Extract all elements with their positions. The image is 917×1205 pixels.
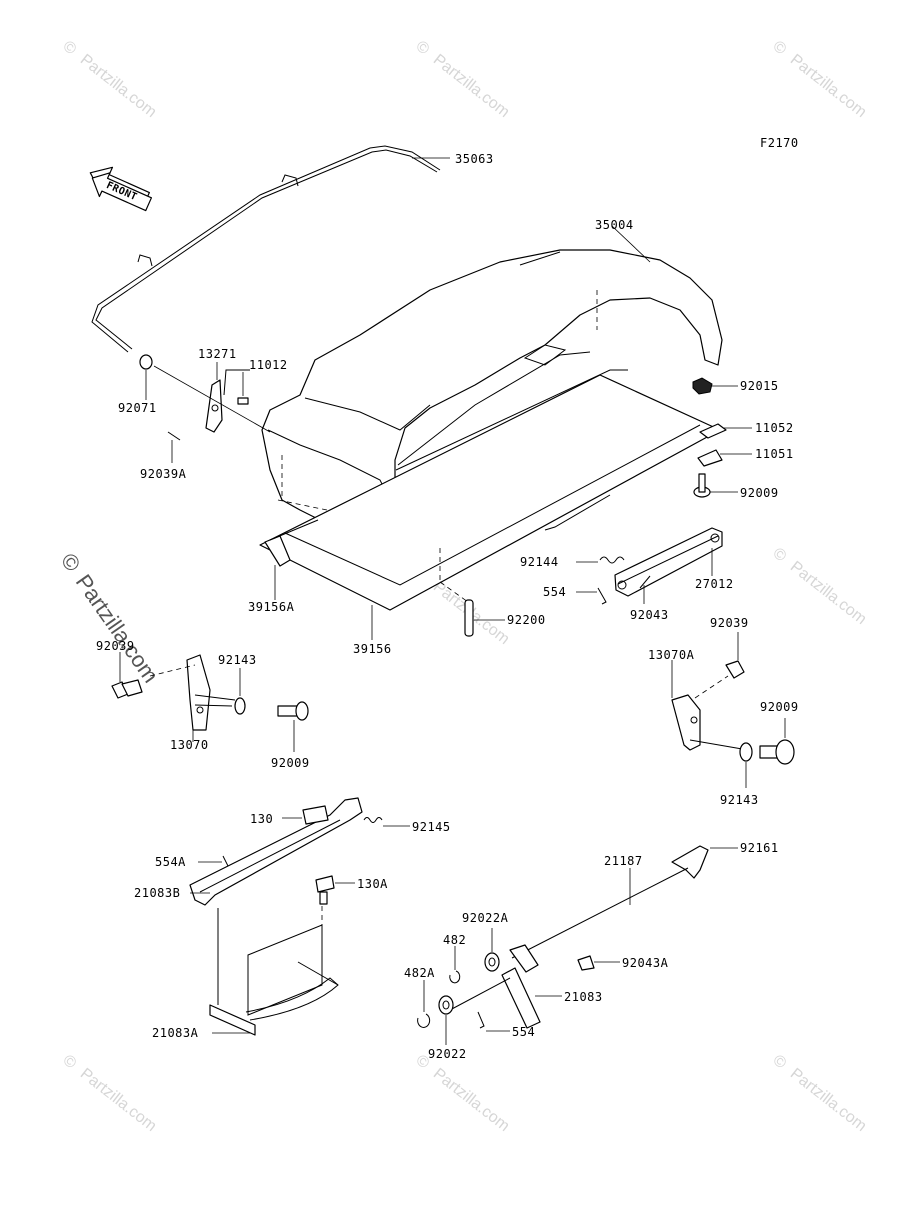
pin-554-top [576, 587, 607, 605]
part-label: 92009 [740, 486, 779, 500]
washer-92071 [139, 354, 271, 433]
part-label: 39156A [248, 600, 295, 614]
clip-482 [449, 946, 461, 984]
part-label: 92144 [520, 555, 559, 569]
bolt-92009-right [759, 718, 795, 765]
part-label: 92039 [96, 639, 135, 653]
part-label: 11052 [755, 421, 794, 435]
part-label: 482 [443, 933, 466, 947]
clip-92015 [692, 377, 738, 395]
part-label: 92009 [760, 700, 799, 714]
part-label: 21187 [604, 854, 643, 868]
bracket-11052 [699, 423, 752, 439]
watermark: Partzilla.com [77, 1065, 160, 1135]
bolt-92039-left [111, 652, 143, 699]
figure-code: F2170 [760, 136, 799, 150]
bracket-11051 [697, 449, 752, 467]
part-label: 39156 [353, 642, 392, 656]
rod-27012 [614, 527, 723, 597]
part-label: 92039 [710, 616, 749, 630]
washer-92022A [484, 928, 500, 972]
watermark: Partzilla.com [430, 1065, 513, 1135]
part-label: 554 [543, 585, 566, 599]
part-label: 482A [404, 966, 435, 980]
part-label: 21083B [134, 886, 180, 900]
watermark-symbol: © [770, 545, 790, 566]
part-label: 92145 [412, 820, 451, 834]
watermark: Partzilla.com [71, 570, 164, 687]
spring-92144 [576, 556, 625, 564]
cover-35004 [261, 225, 723, 561]
rod-35063 [91, 145, 450, 353]
callout-labels: 35063 35004 13271 11012 92071 92039A 920… [96, 152, 799, 1061]
part-label: 35004 [595, 218, 634, 232]
watermark-symbol: © [413, 38, 433, 59]
pin-92043 [639, 575, 651, 604]
part-label: 130A [357, 877, 388, 891]
part-label: 92200 [507, 613, 546, 627]
bracket-13271 [205, 362, 250, 433]
part-label: 92009 [271, 756, 310, 770]
linkage-21083B [189, 797, 410, 925]
part-label: 13070A [648, 648, 695, 662]
bolt-92039-right [725, 632, 745, 679]
part-label: 92143 [218, 653, 257, 667]
part-label: 21083A [152, 1026, 199, 1040]
part-label: 27012 [695, 577, 734, 591]
part-label: 554A [155, 855, 186, 869]
part-label: 92161 [740, 841, 779, 855]
hinge-13070 [149, 654, 236, 742]
part-label: 92143 [720, 793, 759, 807]
washer-92143-right [739, 742, 753, 788]
washer-92143-left [234, 668, 246, 715]
part-label: 11051 [755, 447, 794, 461]
linkage-21187 [449, 845, 738, 1029]
watermark: Partzilla.com [430, 51, 513, 121]
front-arrow: FRONT [89, 166, 153, 212]
panel-39156 [259, 369, 721, 640]
frame-21083A [209, 908, 339, 1036]
clip-482A [417, 980, 431, 1028]
washer-92022 [438, 995, 454, 1045]
watermark: Partzilla.com [787, 1065, 870, 1135]
part-label: 11012 [249, 358, 288, 372]
part-label: 92022 [428, 1047, 467, 1061]
pin-92039A [167, 431, 181, 463]
watermark-symbol: © [60, 1052, 80, 1073]
bolt-92009-top [693, 473, 738, 498]
pin-92200 [439, 548, 505, 637]
strip-39156A [264, 519, 319, 600]
watermark-symbol: © [770, 1052, 790, 1073]
hinge-13070A [671, 660, 749, 751]
part-label: 21083 [564, 990, 603, 1004]
part-label: 554 [512, 1025, 535, 1039]
part-label: 13271 [198, 347, 237, 361]
part-label: 13070 [170, 738, 209, 752]
pin-92043A [577, 955, 620, 971]
part-label: 35063 [455, 152, 494, 166]
watermarks: © Partzilla.com © Partzilla.com © Partzi… [56, 38, 870, 1135]
watermark: Partzilla.com [787, 51, 870, 121]
part-label: 92039A [140, 467, 187, 481]
watermark: Partzilla.com [787, 558, 870, 628]
part-label: 92043 [630, 608, 669, 622]
part-label: 92071 [118, 401, 157, 415]
watermark-symbol: © [770, 38, 790, 59]
pin-554-bottom [477, 1011, 510, 1032]
watermark-symbol: © [56, 549, 86, 577]
watermark-symbol: © [60, 38, 80, 59]
part-label: 92022A [462, 911, 509, 925]
part-label: 92043A [622, 956, 669, 970]
bolt-92009-mid [277, 701, 309, 752]
watermark: Partzilla.com [77, 51, 160, 121]
part-label: 92015 [740, 379, 779, 393]
part-label: 130 [250, 812, 273, 826]
